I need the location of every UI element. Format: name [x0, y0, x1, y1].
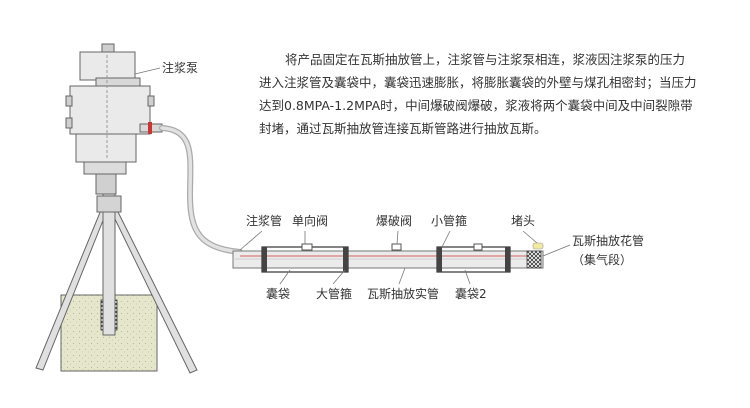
grout-pump — [65, 43, 163, 195]
bag-2 — [436, 243, 511, 273]
label-grout-pipe: 注浆管 — [246, 213, 282, 228]
description-line: 进入注浆管及囊袋中，囊袋迅速膨胀，将膨胀囊袋的外壁与煤孔相密封；当压力 — [259, 75, 697, 90]
label-small-clamp: 小管箍 — [431, 213, 467, 228]
gas-extraction-pipe — [232, 250, 544, 269]
label-plug: 堵头 — [511, 214, 535, 228]
label-pump: 注浆泵 — [162, 60, 198, 75]
label-big-clamp: 大管箍 — [316, 286, 352, 301]
burst-valve — [391, 243, 402, 251]
label-bag-1: 囊袋 — [266, 286, 290, 301]
leader-lines — [134, 67, 571, 285]
bag-1 — [261, 243, 349, 273]
label-perforated-pipe: 瓦斯抽放花管 — [572, 233, 644, 248]
description-line: 封堵，通过瓦斯抽放管连接瓦斯管路进行抽放瓦斯。 — [259, 121, 547, 136]
description-paragraph: 将产品固定在瓦斯抽放管上，注浆管与注浆泵相连，浆液因注浆泵的压力 进入注浆管及囊… — [259, 48, 737, 140]
perforated-pipe — [526, 250, 542, 269]
grout-hose — [159, 125, 243, 255]
tripod-stand — [35, 193, 198, 374]
label-check-valve: 单向阀 — [292, 213, 328, 228]
label-gas-collect: （集气段） — [572, 252, 632, 267]
label-solid-pipe: 瓦斯抽放实管 — [367, 286, 439, 301]
label-burst-valve: 爆破阀 — [376, 213, 412, 228]
label-bag-2: 囊袋2 — [455, 286, 487, 301]
description-line: 将产品固定在瓦斯抽放管上，注浆管与注浆泵相连，浆液因注浆泵的压力 — [285, 52, 686, 67]
description-line: 达到0.8MPA-1.2MPA时，中间爆破阀爆破，浆液将两个囊袋中间及中间裂隙带 — [259, 98, 693, 113]
plug-tip — [532, 242, 544, 250]
